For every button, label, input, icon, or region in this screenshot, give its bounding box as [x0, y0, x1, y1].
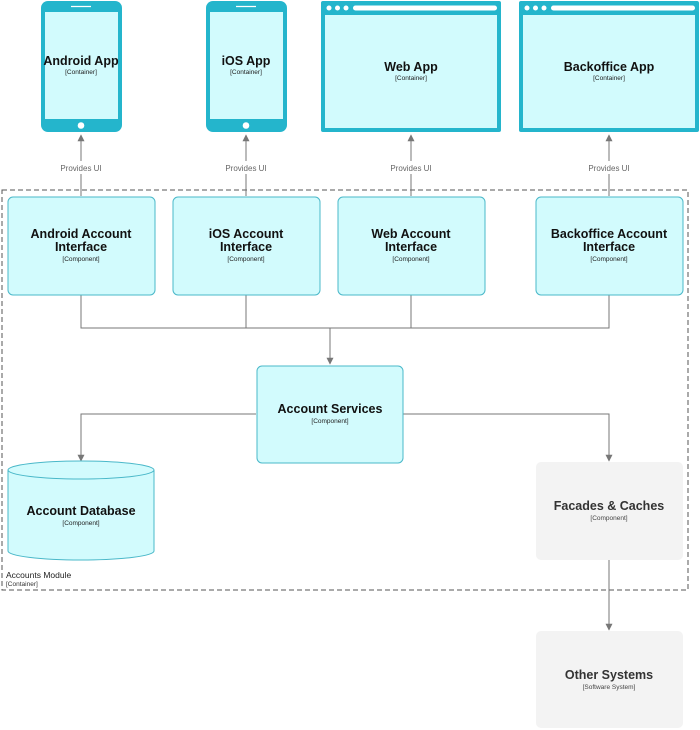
boundary-frame [1, 189, 689, 591]
ios-app-container[interactable]: iOS App [Container] [206, 1, 287, 132]
node-type: [Container] [593, 75, 625, 82]
node-type: [Component] [62, 256, 99, 263]
node-title-line1: Backoffice Account [551, 227, 668, 241]
component-box [535, 196, 684, 296]
edge-label-ios: Provides UI [225, 164, 266, 173]
component-box [536, 462, 683, 560]
backoffice-account-interface-component[interactable]: Backoffice Account Interface [Component] [535, 196, 684, 296]
boundary-type: [Container] [6, 581, 38, 588]
edges [77, 134, 613, 631]
node-title-line2: Interface [55, 240, 107, 254]
node-title-line2: Interface [583, 240, 635, 254]
edge-services-to-facades [403, 413, 613, 462]
node-title: Account Services [278, 402, 383, 416]
node-title-line1: iOS Account [209, 227, 284, 241]
device-screen [210, 12, 283, 119]
window-dot-icon [343, 5, 349, 11]
node-type: [Component] [392, 256, 429, 263]
device-screen [45, 12, 118, 119]
home-button-icon [77, 122, 85, 129]
edge-android-to-services [80, 295, 330, 329]
window-dot-icon [533, 5, 538, 11]
database-cylinder-body [7, 470, 155, 561]
android-account-interface-component[interactable]: Android Account Interface [Component] [7, 196, 156, 296]
component-box [256, 365, 404, 464]
ios-account-interface-component[interactable]: iOS Account Interface [Component] [172, 196, 321, 296]
home-button-icon [242, 122, 250, 129]
system-box [536, 631, 683, 728]
account-database-component[interactable]: Account Database [Component] [7, 460, 155, 561]
edge-backoffice-to-services [330, 295, 610, 329]
component-box [172, 196, 321, 296]
window-dot-icon [524, 5, 530, 11]
browser-viewport [325, 15, 497, 128]
node-title: Backoffice App [564, 60, 655, 74]
node-type: [Component] [311, 418, 348, 425]
node-title-line2: Interface [220, 240, 272, 254]
boundary-label: Accounts Module [6, 570, 71, 580]
node-title-line1: Web Account [371, 227, 451, 241]
node-title: Web App [384, 60, 438, 74]
node-type: [Component] [227, 256, 264, 263]
node-type: [Component] [590, 515, 627, 522]
address-bar [551, 5, 695, 11]
node-type: [Component] [62, 520, 99, 527]
node-title-line2: Interface [385, 240, 437, 254]
node-title: Account Database [26, 504, 135, 518]
database-cylinder-top [7, 460, 155, 480]
facades-caches-component[interactable]: Facades & Caches [Component] [536, 462, 683, 560]
node-title: Facades & Caches [554, 499, 665, 513]
backoffice-app-container[interactable]: Backoffice App [Container] [519, 1, 699, 132]
node-title: Other Systems [565, 668, 653, 682]
web-app-container[interactable]: Web App [Container] [321, 1, 501, 132]
web-account-interface-component[interactable]: Web Account Interface [Component] [337, 196, 486, 296]
edge-services-to-database [77, 413, 256, 462]
node-title-line1: Android Account [31, 227, 133, 241]
edge-label-web: Provides UI [390, 164, 431, 173]
node-title: iOS App [222, 54, 271, 68]
edge-labels: Provides UI Provides UI Provides UI Prov… [57, 161, 633, 174]
other-systems-software-system[interactable]: Other Systems [Software System] [536, 631, 683, 728]
window-dot-icon [335, 5, 340, 11]
address-bar [353, 5, 497, 11]
node-type: [Container] [65, 69, 97, 76]
account-services-component[interactable]: Account Services [Component] [256, 365, 404, 464]
node-type: [Software System] [583, 684, 636, 691]
window-dot-icon [326, 5, 332, 11]
window-dot-icon [541, 5, 547, 11]
node-type: [Component] [590, 256, 627, 263]
node-type: [Container] [230, 69, 262, 76]
accounts-module-boundary: Accounts Module [Container] [1, 189, 689, 591]
component-box [337, 196, 486, 296]
edge-label-backoffice: Provides UI [588, 164, 629, 173]
node-type: [Container] [395, 75, 427, 82]
edge-label-android: Provides UI [60, 164, 101, 173]
node-title: Android App [43, 54, 119, 68]
browser-viewport [523, 15, 695, 128]
component-box [7, 196, 156, 296]
android-app-container[interactable]: Android App [Container] [41, 1, 122, 132]
